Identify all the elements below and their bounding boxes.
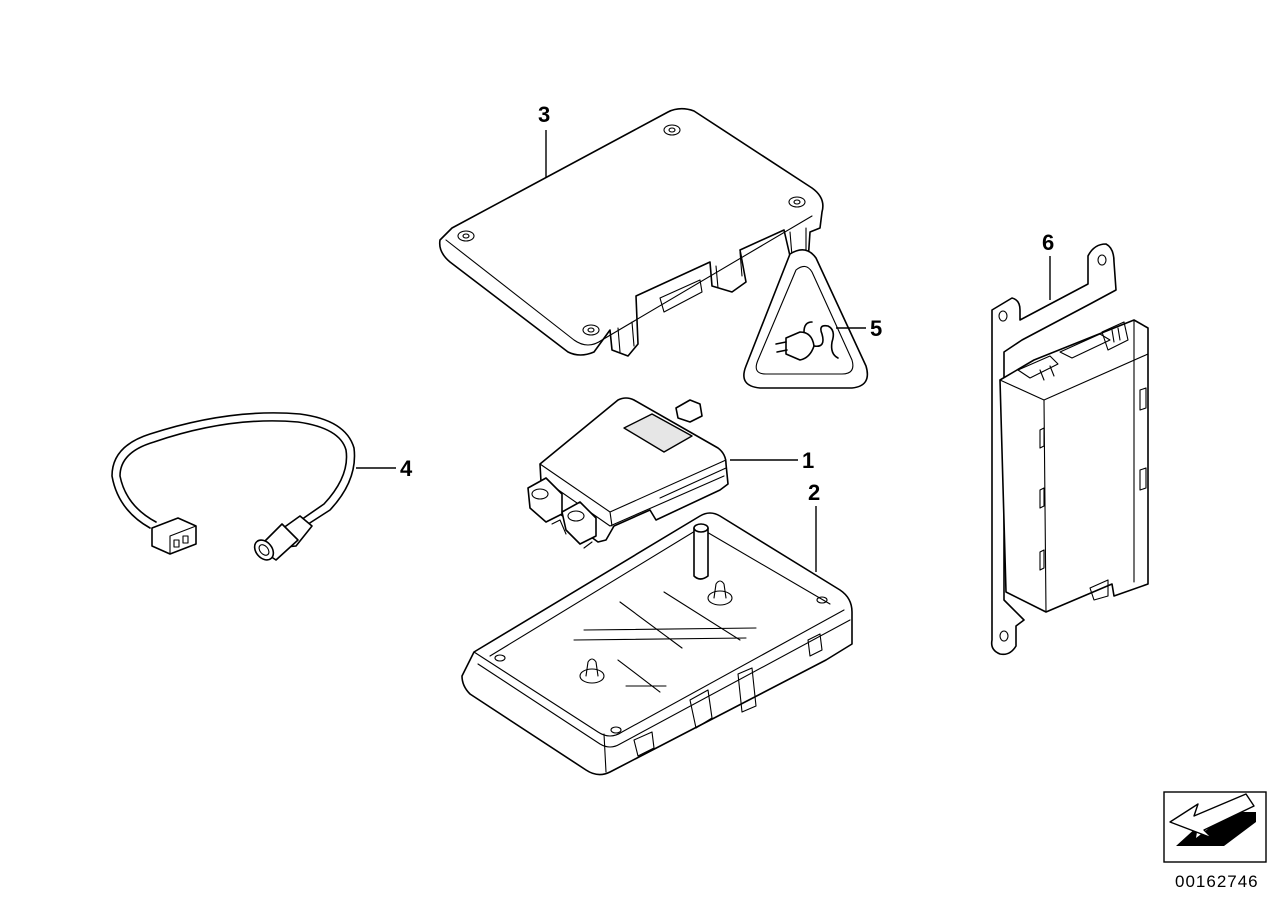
electrical-plug-warning-icon — [775, 321, 839, 361]
part-6-control-unit — [990, 243, 1149, 656]
coax-connector — [253, 515, 313, 561]
part-5-warning-label — [743, 249, 869, 389]
part-2-carrier-tray — [461, 512, 853, 776]
callout-5: 5 — [870, 316, 882, 341]
callout-6: 6 — [1042, 230, 1054, 255]
callout-2: 2 — [808, 480, 820, 505]
part-1-amplifier-module — [527, 397, 729, 549]
callout-1: 1 — [802, 448, 814, 473]
document-number: 00162746 — [1175, 872, 1259, 891]
view-direction-box — [1163, 791, 1267, 863]
callout-3: 3 — [538, 102, 550, 127]
plug-connector — [151, 517, 197, 555]
part-4-antenna-cable — [111, 412, 356, 561]
callout-4: 4 — [400, 456, 413, 481]
view-direction-arrow-icon — [1169, 793, 1256, 846]
part-3-cover-plate — [438, 107, 824, 357]
